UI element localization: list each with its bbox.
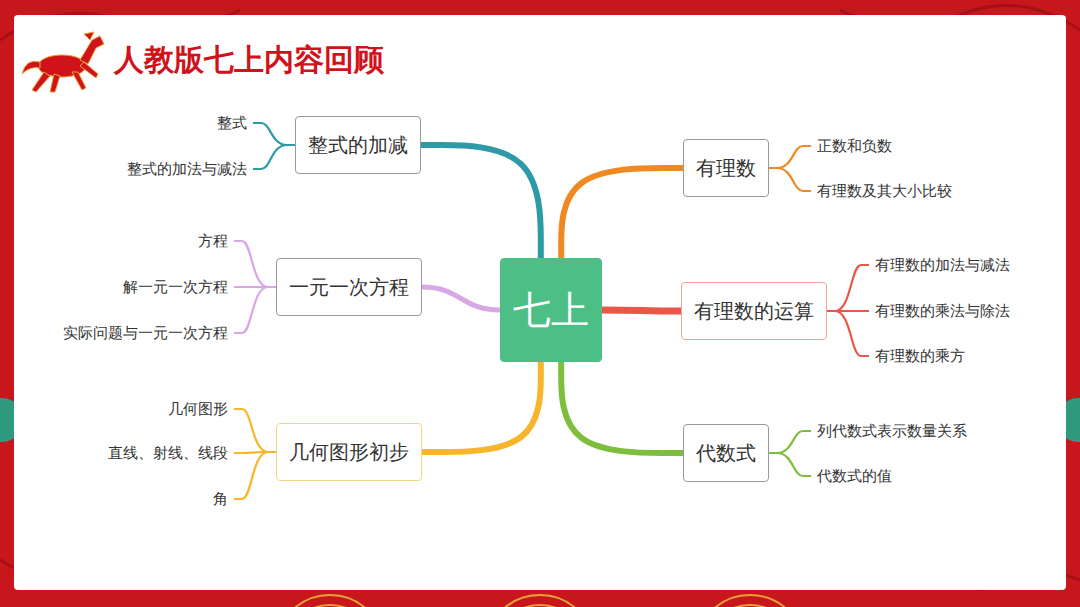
node-text: 有理数 <box>696 155 756 182</box>
node-text: 整式的加减 <box>308 132 408 159</box>
topic-label: 方程 <box>198 232 228 250</box>
topic-bracket <box>234 409 276 499</box>
bracket-line <box>827 311 869 356</box>
branch-box: 几何图形初步 <box>276 423 422 481</box>
topic-label: 角 <box>213 490 228 508</box>
slide-title: 人教版七上内容回顾 <box>114 40 384 81</box>
white-panel <box>14 15 1066 590</box>
topic-bracket <box>769 431 811 476</box>
bracket-line <box>769 168 811 191</box>
topic-label: 几何图形 <box>168 400 228 418</box>
topic-label: 直线、射线、线段 <box>108 444 228 462</box>
branch-box: 有理数 <box>683 139 769 197</box>
node-text: 几何图形初步 <box>289 439 409 466</box>
topic-label: 整式 <box>217 114 247 132</box>
bracket-line <box>253 123 295 145</box>
branch-box: 有理数的运算 <box>681 282 827 340</box>
node-text: 代数式 <box>696 440 756 467</box>
node-text: 有理数的运算 <box>694 298 814 325</box>
branch-connector <box>602 310 681 311</box>
branch-connector <box>561 168 683 258</box>
swirl-pattern <box>0 5 1080 590</box>
node-text: 一元一次方程 <box>289 274 409 301</box>
branch-box: 代数式 <box>683 424 769 482</box>
bracket-line <box>234 452 276 499</box>
branch-connector <box>421 145 541 258</box>
topic-label: 有理数的乘法与除法 <box>875 302 1010 320</box>
branch-connector <box>561 362 683 453</box>
topic-label: 有理数及其大小比较 <box>817 182 952 200</box>
topic-label: 代数式的值 <box>817 467 892 485</box>
topic-label: 解一元一次方程 <box>123 278 228 296</box>
topic-bracket <box>769 146 811 191</box>
bracket-line <box>769 453 811 476</box>
topic-label: 实际问题与一元一次方程 <box>63 324 228 342</box>
center-box: 七上 <box>500 258 602 362</box>
topic-bracket <box>234 241 276 333</box>
bracket-line <box>234 287 276 333</box>
topic-bracket <box>253 123 295 169</box>
branch-connector <box>422 362 541 452</box>
topic-label: 正数和负数 <box>817 137 892 155</box>
branch-connector <box>422 287 500 310</box>
bracket-line <box>769 146 811 168</box>
bracket-line <box>769 431 811 453</box>
branch-box: 一元一次方程 <box>276 258 422 316</box>
bracket-line <box>234 241 276 287</box>
bracket-line <box>253 145 295 169</box>
horse-icon <box>22 32 104 92</box>
bracket-line <box>234 409 276 452</box>
node-text: 七上 <box>513 285 589 336</box>
topic-label: 有理数的乘方 <box>875 347 965 365</box>
topic-bracket <box>827 265 869 356</box>
topic-label: 整式的加法与减法 <box>127 160 247 178</box>
bracket-line <box>827 265 869 311</box>
branch-box: 整式的加减 <box>295 116 421 174</box>
gold-rings <box>275 595 805 607</box>
topic-label: 有理数的加法与减法 <box>875 256 1010 274</box>
topic-label: 列代数式表示数量关系 <box>817 422 967 440</box>
